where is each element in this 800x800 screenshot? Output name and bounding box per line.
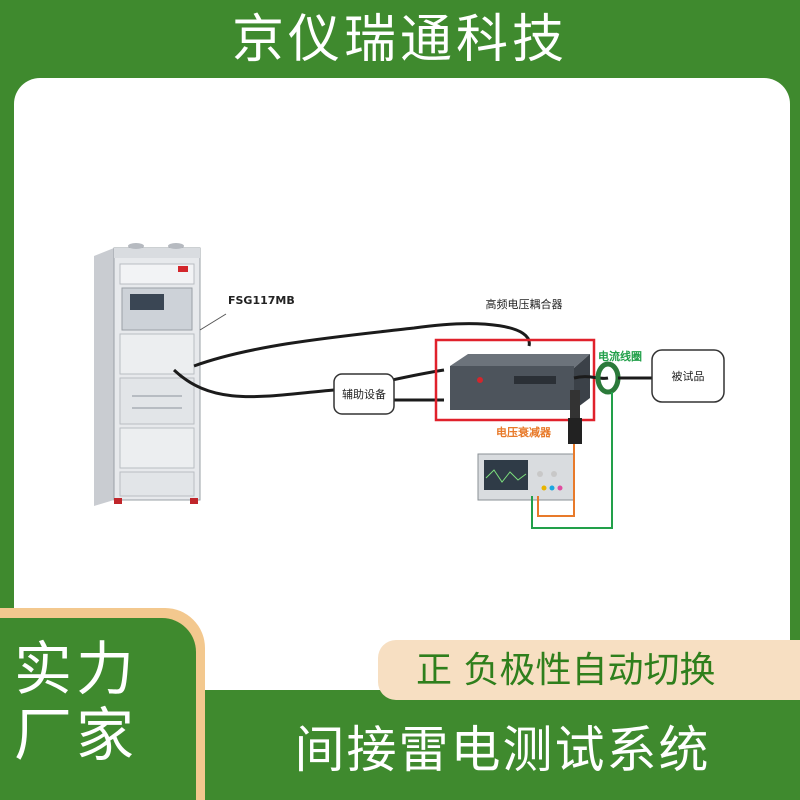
badge-line-2: 厂家: [14, 701, 139, 769]
attenuator-probe: [570, 390, 580, 420]
eut-label: 被试品: [672, 370, 705, 383]
product-title: 间接雷电测试系统: [294, 721, 711, 779]
green-probe-wire: [531, 392, 613, 529]
generator-cable: [172, 368, 445, 399]
coupler-cable: [193, 322, 531, 368]
product-image-panel: FSG117MB 辅助设备 高频电压耦合器 电流线圈 被试品 电压衰减器: [14, 78, 790, 690]
generator-label: FSG117MB: [228, 294, 295, 307]
feature-text: 正 负极性自动切换: [416, 650, 716, 691]
coupler-unit: [450, 354, 590, 410]
orange-probe-wire: [537, 444, 575, 517]
aux-device-box: [333, 373, 395, 415]
feature-banner: 正 负极性自动切换: [378, 640, 800, 700]
coil-label: 电流线圈: [598, 349, 642, 363]
eut-box: [651, 349, 725, 403]
generator-cabinet: [94, 243, 227, 506]
coupler-highlight-box: [434, 338, 596, 422]
attenuator-label: 电压衰减器: [496, 425, 552, 439]
coupler-label: 高频电压耦合器: [486, 297, 563, 311]
strength-badge: 实力 厂家: [0, 608, 205, 800]
aux-device-label: 辅助设备: [342, 387, 386, 401]
test-setup-diagram: FSG117MB 辅助设备 高频电压耦合器 电流线圈 被试品 电压衰减器: [94, 243, 725, 529]
oscilloscope: [477, 453, 575, 501]
badge-line-1: 实力: [14, 635, 139, 703]
company-title: 京仪瑞通科技: [231, 10, 568, 70]
